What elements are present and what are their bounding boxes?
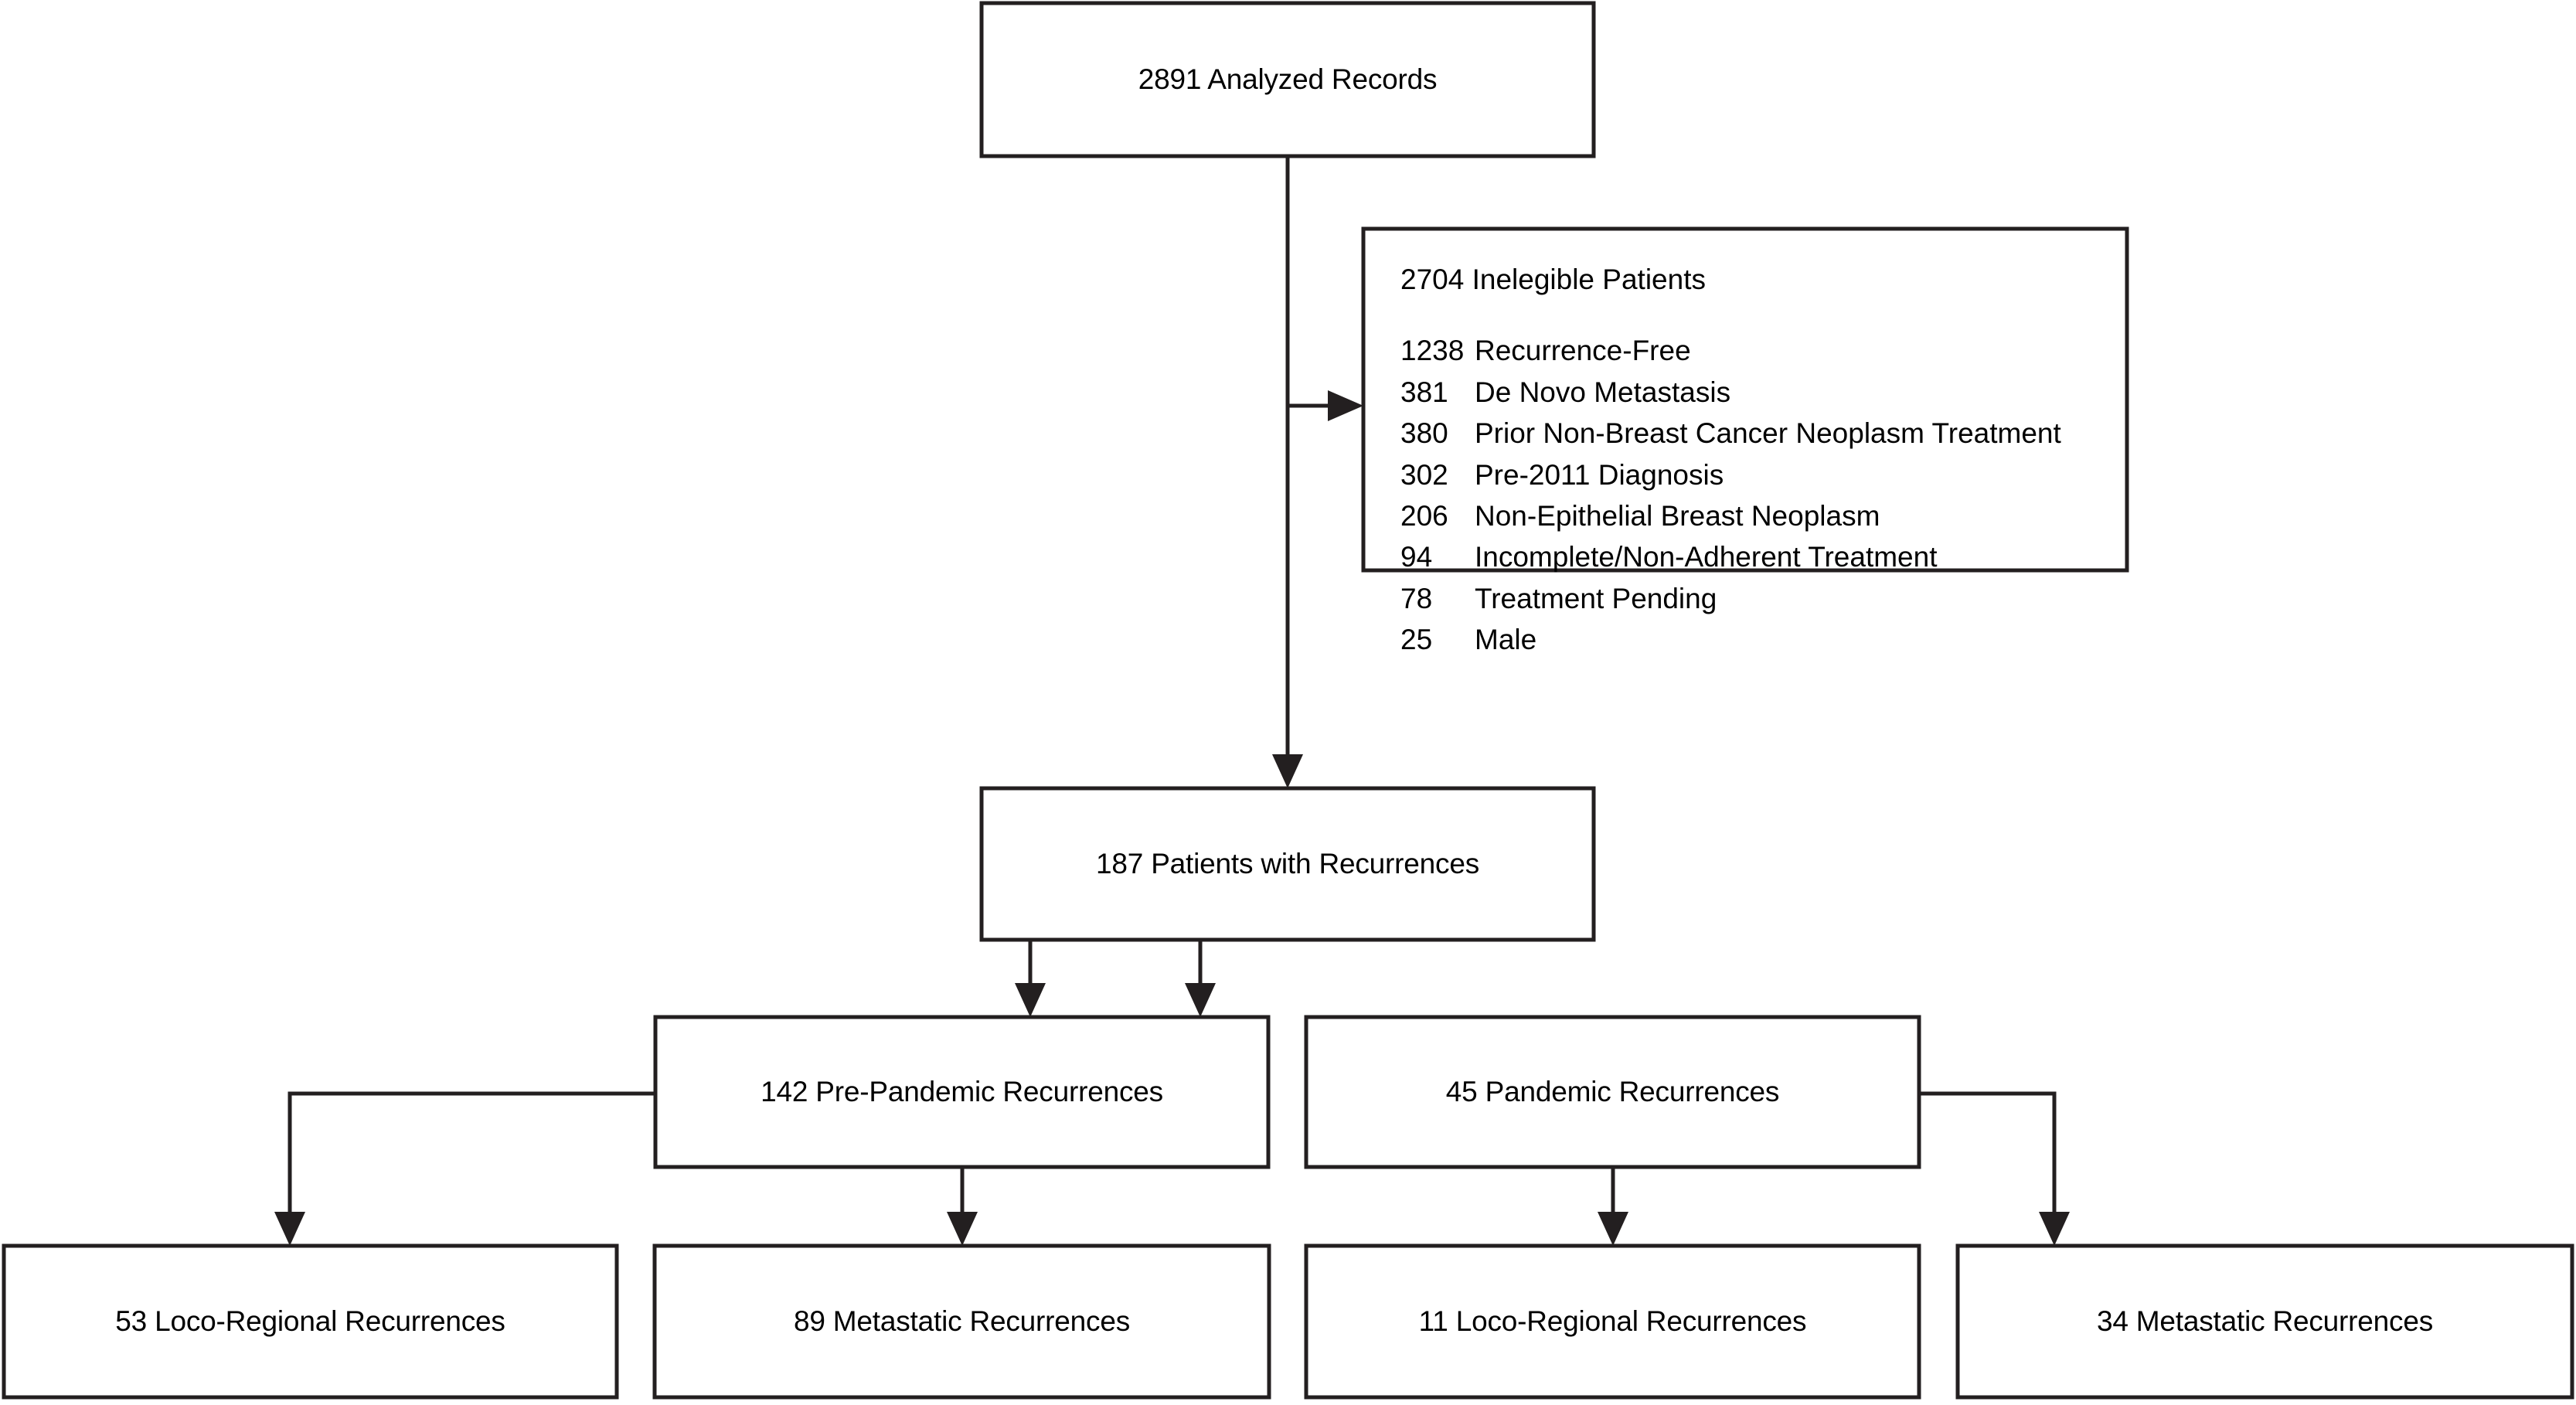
arrowhead-pandemic-to-locoregional xyxy=(1598,1212,1628,1246)
node-box-pandemic-locoregional xyxy=(1304,1243,1921,1400)
node-box-pre-pandemic-recurrences xyxy=(653,1015,1271,1169)
arrowhead-pre-pandemic-to-locoregional xyxy=(274,1212,305,1246)
arrowhead-recurrences-to-pre-pandemic xyxy=(1015,983,1046,1017)
node-box-pre-pandemic-metastatic xyxy=(652,1243,1271,1400)
arrowhead-pandemic-to-metastatic xyxy=(2039,1212,2070,1246)
node-box-pandemic-recurrences xyxy=(1304,1015,1921,1169)
arrowhead-pre-pandemic-to-metastatic xyxy=(947,1212,978,1246)
node-box-patients-with-recurrences xyxy=(979,786,1596,942)
arrowhead-analyzed-to-recurrences xyxy=(1272,754,1303,788)
arrowhead-analyzed-to-ineligible xyxy=(1328,390,1363,421)
connector-pandemic-to-metastatic xyxy=(1919,1091,2057,1237)
connector-pre-pandemic-to-locoregional xyxy=(288,1091,655,1237)
node-box-pandemic-metastatic xyxy=(1955,1243,2574,1400)
node-box-pre-pandemic-locoregional xyxy=(2,1243,619,1400)
node-box-analyzed-records xyxy=(979,1,1596,158)
arrowhead-recurrences-to-pandemic xyxy=(1185,983,1216,1017)
node-box-ineligible-patients xyxy=(1361,226,2129,573)
